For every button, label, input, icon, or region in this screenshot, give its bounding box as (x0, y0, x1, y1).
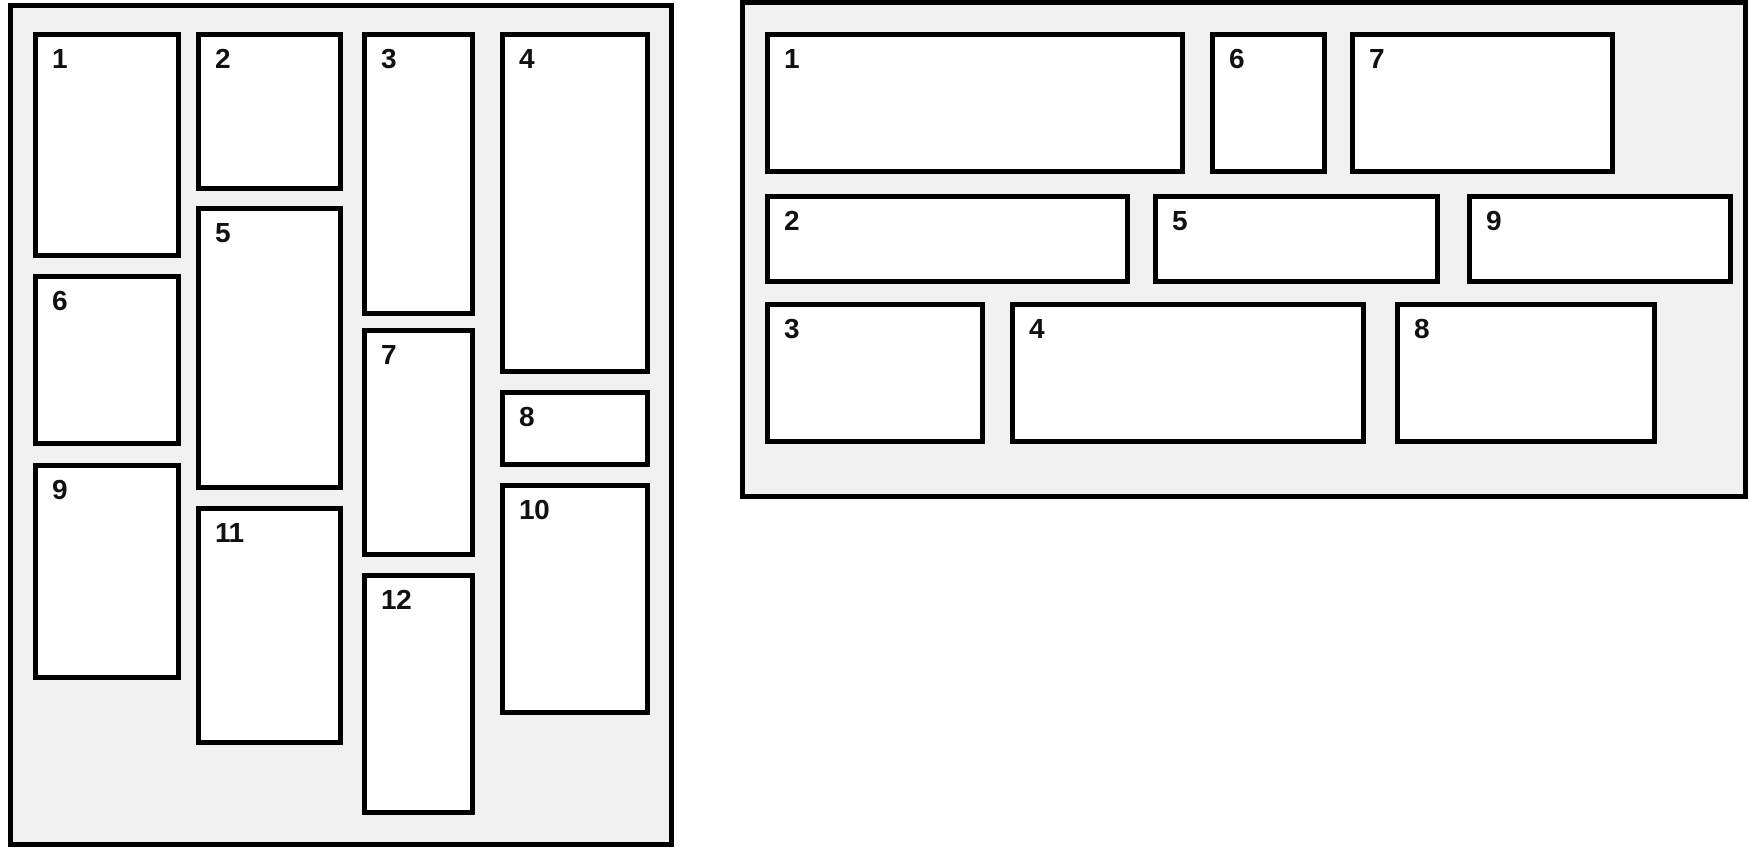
masonry-item: 11 (196, 506, 343, 745)
item-number: 8 (519, 401, 535, 432)
vertical-masonry-panel: 1 2 3 4 5 6 7 8 9 10 11 12 (8, 3, 674, 847)
item-number: 10 (519, 494, 550, 525)
masonry-item: 1 (33, 32, 181, 258)
item-number: 3 (381, 43, 397, 74)
masonry-item: 6 (33, 274, 181, 446)
item-number: 7 (1369, 43, 1385, 74)
masonry-item: 3 (765, 302, 985, 444)
item-number: 3 (784, 313, 800, 344)
item-number: 5 (1172, 205, 1188, 236)
masonry-item: 7 (362, 328, 475, 557)
masonry-item: 5 (196, 206, 343, 490)
masonry-item: 5 (1153, 194, 1440, 284)
masonry-item: 7 (1350, 32, 1615, 174)
masonry-item: 3 (362, 32, 475, 316)
item-number: 6 (1229, 43, 1245, 74)
masonry-item: 2 (196, 32, 343, 191)
item-number: 2 (215, 43, 231, 74)
item-number: 11 (215, 517, 244, 548)
masonry-item: 9 (1467, 194, 1733, 284)
item-number: 8 (1414, 313, 1430, 344)
item-number: 9 (52, 474, 68, 505)
item-number: 9 (1486, 205, 1502, 236)
masonry-item: 2 (765, 194, 1130, 284)
masonry-item: 6 (1210, 32, 1327, 174)
masonry-item: 8 (500, 390, 650, 467)
item-number: 4 (519, 43, 535, 74)
masonry-item: 12 (362, 573, 475, 815)
masonry-item: 8 (1395, 302, 1657, 444)
masonry-item: 9 (33, 463, 181, 680)
horizontal-masonry-panel: 1 2 3 4 5 6 7 8 9 (740, 0, 1748, 499)
masonry-item: 10 (500, 483, 650, 715)
item-number: 7 (381, 339, 397, 370)
masonry-item: 4 (500, 32, 650, 374)
masonry-item: 1 (765, 32, 1185, 174)
item-number: 6 (52, 285, 68, 316)
item-number: 1 (784, 43, 800, 74)
item-number: 4 (1029, 313, 1045, 344)
item-number: 5 (215, 217, 231, 248)
item-number: 1 (52, 43, 68, 74)
item-number: 2 (784, 205, 800, 236)
item-number: 12 (381, 584, 412, 615)
masonry-item: 4 (1010, 302, 1366, 444)
